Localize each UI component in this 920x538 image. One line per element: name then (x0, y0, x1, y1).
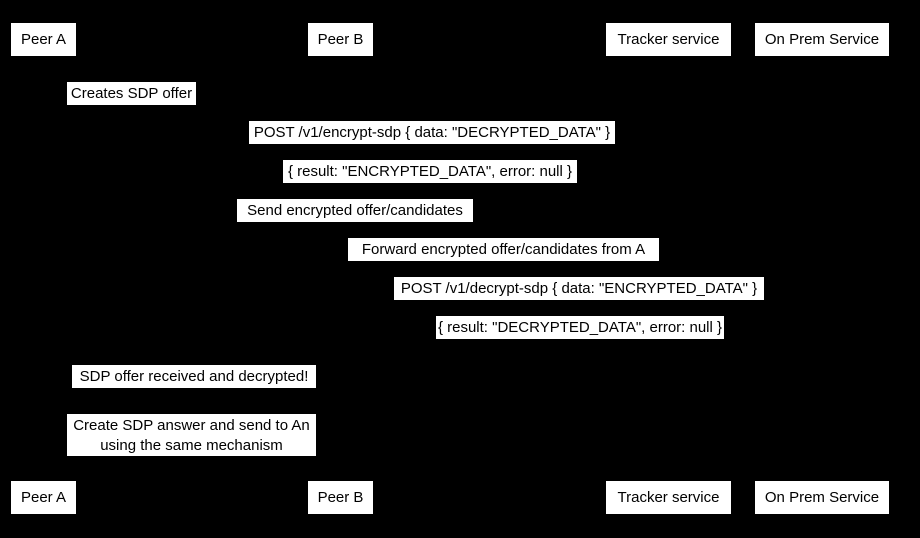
participant-peer-a-top[interactable]: Peer A (10, 22, 77, 57)
message-arrow-4 (43, 224, 668, 230)
participant-peer-a-bottom[interactable]: Peer A (10, 480, 77, 515)
message-label-creates-sdp-offer: Creates SDP offer (67, 82, 196, 105)
message-label-line-1: Create SDP answer and send to An (73, 417, 310, 434)
lifeline-peer-a (43, 57, 44, 480)
message-label-forward-encrypted-offer: Forward encrypted offer/candidates from … (348, 238, 659, 261)
message-arrow-8 (43, 390, 340, 396)
participant-on-prem-service-bottom[interactable]: On Prem Service (754, 480, 890, 515)
message-arrow-2 (43, 146, 822, 152)
message-label-decrypted-result: { result: "DECRYPTED_DATA", error: null … (436, 316, 724, 339)
participant-label: Tracker service (617, 31, 720, 48)
participant-tracker-service-bottom[interactable]: Tracker service (605, 480, 732, 515)
participant-label: Peer A (20, 31, 67, 48)
message-label-post-encrypt-sdp: POST /v1/encrypt-sdp { data: "DECRYPTED_… (249, 121, 615, 144)
lifeline-on-prem-service (822, 57, 823, 480)
message-label-create-sdp-answer: Create SDP answer and send to An using t… (67, 414, 316, 456)
message-label-encrypted-result: { result: "ENCRYPTED_DATA", error: null … (283, 160, 577, 183)
participant-peer-b-bottom[interactable]: Peer B (307, 480, 374, 515)
participant-label: Peer A (20, 489, 67, 506)
message-arrow-3 (43, 185, 822, 191)
message-arrow-9 (43, 458, 340, 464)
participant-tracker-service-top[interactable]: Tracker service (605, 22, 732, 57)
participant-on-prem-service-top[interactable]: On Prem Service (754, 22, 890, 57)
participant-label: On Prem Service (764, 31, 880, 48)
message-label-post-decrypt-sdp: POST /v1/decrypt-sdp { data: "ENCRYPTED_… (394, 277, 764, 300)
message-arrow-6 (340, 302, 822, 308)
participant-label: On Prem Service (764, 489, 880, 506)
participant-label: Peer B (317, 31, 364, 48)
message-label-send-encrypted-offer: Send encrypted offer/candidates (237, 199, 473, 222)
participant-label: Tracker service (617, 489, 720, 506)
message-label-sdp-offer-received: SDP offer received and decrypted! (72, 365, 316, 388)
message-arrow-5 (340, 263, 668, 269)
participant-peer-b-top[interactable]: Peer B (307, 22, 374, 57)
message-arrow-1 (43, 107, 93, 113)
message-label-line-2: using the same mechanism (100, 437, 283, 454)
lifeline-tracker-service (668, 57, 669, 480)
participant-label: Peer B (317, 489, 364, 506)
message-arrow-7 (340, 341, 822, 347)
